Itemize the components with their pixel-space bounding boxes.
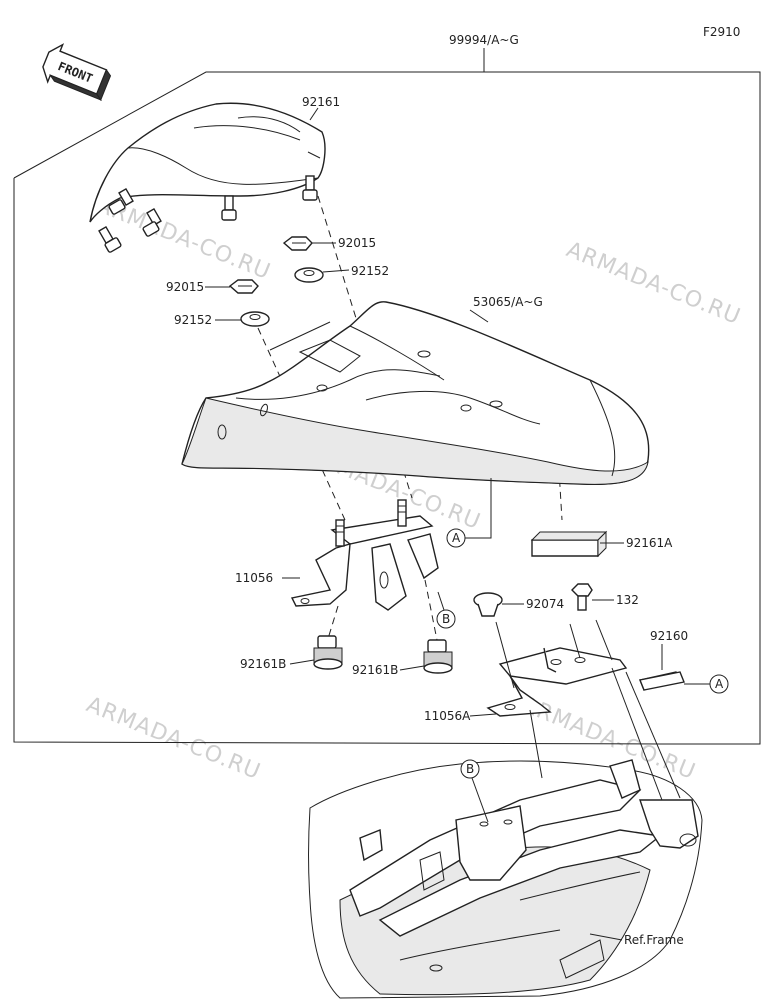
callout-washer-left: 92152	[174, 313, 212, 327]
marker-a-upper: A	[446, 528, 466, 548]
figure-code: F2910	[703, 25, 740, 39]
callout-strip: 92160	[650, 629, 688, 643]
washer-left-part	[240, 311, 270, 327]
callout-damper-right: 92161B	[352, 663, 398, 677]
damper-left-part	[313, 635, 343, 670]
nut-upper-part	[282, 236, 313, 251]
strip-part	[639, 671, 685, 691]
marker-b-upper: B	[436, 609, 456, 629]
callout-nut-left: 92015	[166, 280, 204, 294]
seat-cover-part	[89, 102, 326, 253]
leader-seat-cover	[309, 107, 319, 121]
callout-grommet: 92074	[526, 597, 564, 611]
callout-nut-upper: 92015	[338, 236, 376, 250]
callout-ref-frame: Ref.Frame	[624, 933, 684, 947]
front-arrow-icon: FRONT	[42, 43, 112, 102]
assembly-frame	[13, 71, 761, 745]
bracket-left-part	[290, 499, 439, 611]
washer-upper-part	[294, 267, 324, 283]
nut-left-part	[228, 279, 259, 294]
callout-bracket-left: 11056	[235, 571, 273, 585]
frame-part	[308, 759, 703, 999]
marker-b-frame: B	[460, 759, 480, 779]
callout-assembly: 99994/A~G	[449, 33, 519, 47]
seat-cowl-part	[181, 301, 650, 486]
callout-cowl: 53065/A~G	[473, 295, 543, 309]
assembly-frame-left	[13, 178, 664, 745]
marker-a-right: A	[709, 674, 729, 694]
svg-text:A: A	[715, 677, 724, 691]
callout-pad: 92161A	[626, 536, 673, 550]
bolt-part	[571, 583, 593, 611]
watermark-1: ARMADA-CO.RU	[563, 237, 744, 330]
svg-text:B: B	[466, 762, 474, 776]
callout-bracket-right: 11056A	[424, 709, 471, 723]
grommet-part	[473, 592, 503, 617]
damper-right-part	[423, 639, 453, 674]
watermark-4: ARMADA-CO.RU	[83, 692, 264, 785]
watermark-5: ARMADA-CO.RU	[518, 692, 699, 785]
callout-washer-upper: 92152	[351, 264, 389, 278]
pad-part	[530, 530, 608, 558]
svg-text:A: A	[452, 531, 461, 545]
callout-seat-cover: 92161	[302, 95, 340, 109]
callout-bolt: 132	[616, 593, 639, 607]
bracket-right-part	[486, 647, 628, 717]
svg-text:B: B	[442, 612, 450, 626]
callout-damper-left: 92161B	[240, 657, 286, 671]
